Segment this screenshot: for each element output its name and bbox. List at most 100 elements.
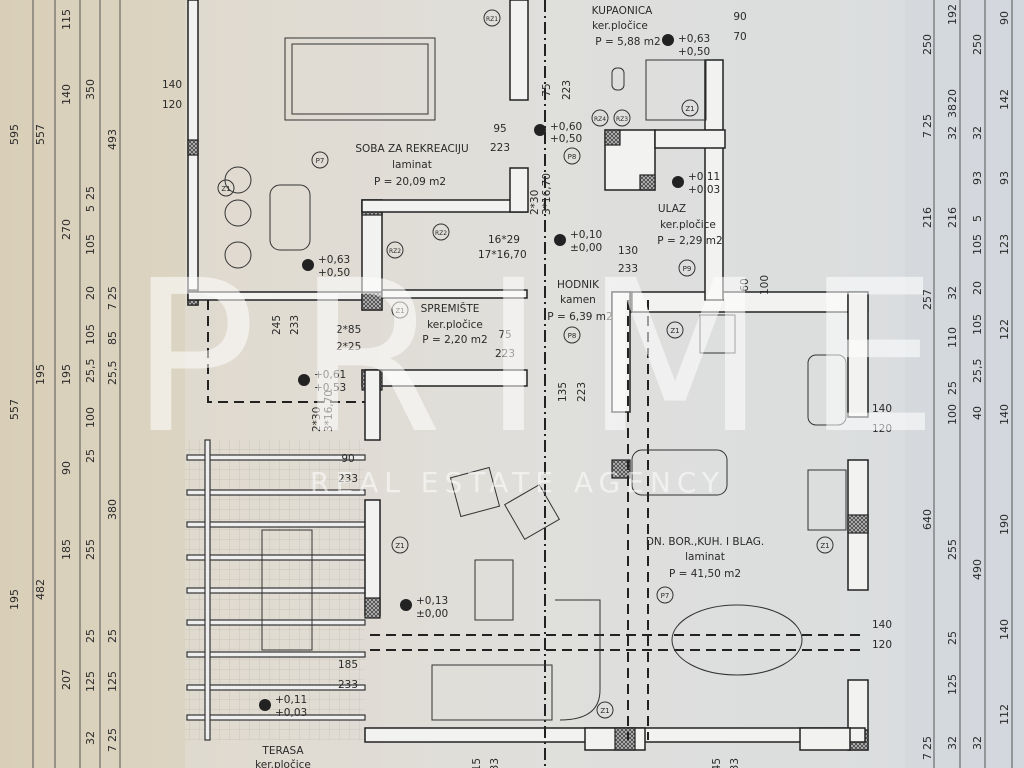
svg-text:120: 120 <box>162 99 182 111</box>
svg-text:+0,03: +0,03 <box>275 707 307 719</box>
svg-text:233: 233 <box>338 473 358 485</box>
dim: 216 <box>921 207 934 228</box>
svg-text:+0,10: +0,10 <box>570 229 602 241</box>
dim: 38 <box>946 104 959 118</box>
dim: 185 <box>60 539 73 560</box>
cooktop <box>807 469 847 531</box>
svg-text:233: 233 <box>489 758 501 768</box>
level-marker: +0,60+0,50 <box>534 121 582 145</box>
dim: 25 <box>921 296 934 310</box>
dim: 25 <box>84 186 97 200</box>
dimension-lines-right <box>933 0 1013 768</box>
dim: 25 <box>921 736 934 750</box>
tag: RZ1 <box>486 16 498 23</box>
svg-text:140: 140 <box>872 403 892 415</box>
pergola <box>186 439 366 741</box>
level-marker: +0,11+0,03 <box>259 694 307 719</box>
watermark: PRIME REAL ESTATE AGENCY <box>130 235 938 499</box>
dim: 32 <box>946 126 959 140</box>
dim: 32 <box>84 731 97 745</box>
svg-text:245: 245 <box>271 315 283 335</box>
room-area: P = 6,39 m2 <box>547 311 612 323</box>
beam-line-vertical <box>627 300 649 740</box>
stair-label: 2*30 <box>529 190 541 215</box>
svg-text:60: 60 <box>739 278 751 291</box>
tag: Z1 <box>685 105 694 113</box>
tag: P8 <box>568 332 577 340</box>
room-floor: ker.pločice <box>660 219 716 231</box>
svg-text:233: 233 <box>289 315 301 335</box>
room-name: SPREMIŠTE <box>421 302 480 315</box>
level-markers: +0,63+0,50 +0,60+0,50 +0,63+0,50 +0,11+0… <box>259 33 720 719</box>
toilet <box>611 67 625 91</box>
dim: 105 <box>84 324 97 345</box>
dim: 7 <box>921 131 934 138</box>
room-area: P = 5,88 m2 <box>595 36 660 48</box>
dim: 490 <box>971 559 984 580</box>
room-name: DN. BOR.,KUH. I BLAG. <box>646 536 764 548</box>
room-floor: laminat <box>392 159 432 171</box>
level-marker: +0,13±0,00 <box>400 595 448 620</box>
beam-line <box>370 634 865 651</box>
dim: 482 <box>34 579 47 600</box>
svg-text:90: 90 <box>341 453 354 465</box>
terrace-table <box>261 529 313 651</box>
tag: P8 <box>568 153 577 161</box>
walls <box>187 0 869 751</box>
sofa <box>431 664 553 721</box>
oven <box>699 314 736 354</box>
dim: 125 <box>84 671 97 692</box>
svg-text:70: 70 <box>733 31 746 43</box>
svg-text:120: 120 <box>872 423 892 435</box>
dim: 100 <box>84 407 97 428</box>
dim: 380 <box>106 499 119 520</box>
dim: 640 <box>921 509 934 530</box>
dim: 105 <box>971 234 984 255</box>
svg-text:223: 223 <box>576 382 588 402</box>
room-labels: SOBA ZA REKREACIJU laminat P = 20,09 m2 … <box>255 5 764 768</box>
dim: 255 <box>946 539 959 560</box>
svg-text:75: 75 <box>498 329 511 341</box>
svg-text:+0,50: +0,50 <box>678 46 710 58</box>
dim: 7 <box>921 289 934 296</box>
svg-text:±0,00: ±0,00 <box>416 608 448 620</box>
room-floor: ker.pločice <box>592 20 648 32</box>
armchair <box>449 466 501 518</box>
dim: 105 <box>971 314 984 335</box>
tag: RZ4 <box>594 116 606 123</box>
dim: 195 <box>8 589 21 610</box>
stair-label: 3*16,70 <box>323 390 335 432</box>
room-floor: kamen <box>560 294 596 306</box>
opening-label: 90 233 <box>338 453 358 485</box>
svg-text:+0,13: +0,13 <box>416 595 448 607</box>
svg-text:120: 120 <box>872 639 892 651</box>
opening-label: 245 233 <box>271 315 301 335</box>
furniture <box>224 37 847 721</box>
room-name: TERASA <box>261 745 304 757</box>
dim: 190 <box>998 514 1011 535</box>
dim: 216 <box>946 207 959 228</box>
dim: 93 <box>971 171 984 185</box>
dim: 595 <box>8 124 21 145</box>
dim: 32 <box>946 286 959 300</box>
dim: 195 <box>60 364 73 385</box>
dimensions-left: 595 557 195 557 195 482 115 140 270 195 … <box>8 9 119 752</box>
room-area: P = 20,09 m2 <box>374 176 446 188</box>
room-floor: laminat <box>685 551 725 563</box>
room-floor: ker.pločice <box>427 319 483 331</box>
svg-text:223: 223 <box>495 348 515 360</box>
dim: 7 <box>106 303 119 310</box>
svg-text:+0,50: +0,50 <box>318 267 350 279</box>
dimensions-right: 250 7 25 216 25 7 640 7 25 192 32 38 20 … <box>921 4 1011 760</box>
dim: 25 <box>84 629 97 643</box>
tag: Z1 <box>600 707 609 715</box>
dim: 100 <box>946 404 959 425</box>
coffee-table <box>474 559 514 621</box>
dim: 25,5 <box>106 361 119 386</box>
